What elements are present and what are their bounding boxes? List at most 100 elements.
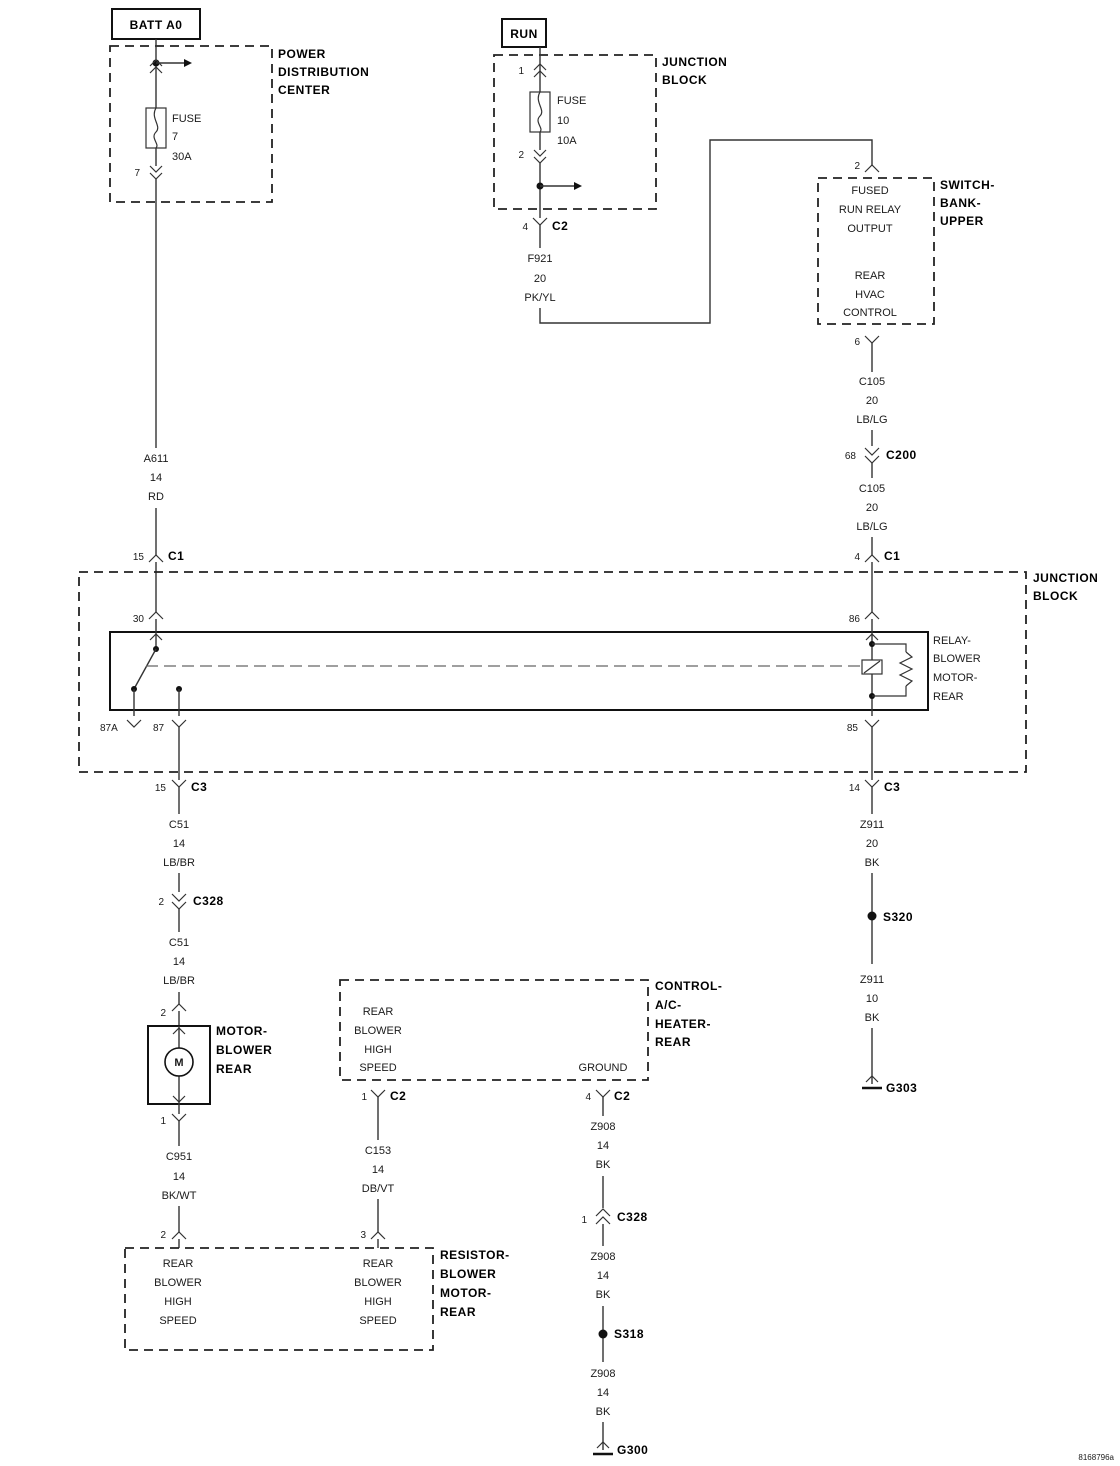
resistor-right-4: SPEED <box>359 1315 396 1327</box>
run-box: RUN <box>501 18 547 48</box>
pin-c2-4: 4 <box>522 222 528 233</box>
connector-c1-right: 4 C1 <box>854 549 900 612</box>
wire-c51-b-gauge: 14 <box>173 956 185 968</box>
wire-f921-color: PK/YL <box>524 292 555 304</box>
junction-block-main: JUNCTION BLOCK <box>78 571 1098 773</box>
wire-c105-a-id: C105 <box>859 376 885 388</box>
pin-res-2: 2 <box>160 1230 166 1241</box>
wire-z908-a: Z908 14 BK <box>590 1121 616 1208</box>
wire-c105-a: C105 20 LB/LG <box>856 376 888 446</box>
ground-g300-label: G300 <box>617 1443 648 1457</box>
wire-c105-b-gauge: 20 <box>866 502 878 514</box>
control-text-1: REAR <box>363 1006 394 1018</box>
wire-c51-a-gauge: 14 <box>173 838 185 850</box>
wire-f921-gauge: 20 <box>534 273 546 285</box>
wire-z908-a-gauge: 14 <box>597 1140 609 1152</box>
resistor-label-2: BLOWER <box>440 1267 496 1281</box>
footer-code: 8168796a <box>1078 1453 1114 1462</box>
connector-c200: 68 C200 <box>845 447 916 478</box>
connector-c328-left: 2 C328 <box>158 893 224 932</box>
connector-c3-left: 15 C3 <box>155 779 207 814</box>
connector-c2-ctrl-right-label: C2 <box>614 1089 630 1103</box>
connector-c328-right-label: C328 <box>617 1210 648 1224</box>
pin-relay-86: 86 <box>849 614 861 625</box>
pin-c328-1: 1 <box>581 1215 587 1226</box>
wire-c51-b-id: C51 <box>169 937 189 949</box>
connector-c328-left-label: C328 <box>193 894 224 908</box>
wire-c51-a-id: C51 <box>169 819 189 831</box>
wire-z911-a: Z911 20 BK <box>860 819 884 964</box>
control-text-3: HIGH <box>364 1044 392 1056</box>
pin-sw-6: 6 <box>854 337 860 348</box>
wire-a611-color: RD <box>148 491 164 503</box>
pin-sw-2: 2 <box>854 161 860 172</box>
fuse-10-label-3: 10A <box>557 135 577 147</box>
wire-c105-b-color: LB/LG <box>856 521 887 533</box>
resistor-right-2: BLOWER <box>354 1277 402 1289</box>
wire-a611: A611 14 RD <box>144 179 169 556</box>
wire-c951: C951 14 BK/WT <box>162 1151 197 1232</box>
wire-c51-a-color: LB/BR <box>163 857 195 869</box>
pin-motor-2: 2 <box>160 1008 166 1019</box>
fuse-10: 1 2 FUSE 10 10A <box>518 47 586 218</box>
wire-z908-c-gauge: 14 <box>597 1387 609 1399</box>
wire-c951-id: C951 <box>166 1151 192 1163</box>
pdc-label-1: POWER <box>278 47 326 61</box>
motor-blower-rear: 2 M MOTOR- BLOWER REAR 1 <box>147 1003 272 1146</box>
control-label-2: A/C- <box>655 998 682 1012</box>
pin-motor-1: 1 <box>160 1116 166 1127</box>
switch-bank-upper: 2 FUSED RUN RELAY OUTPUT REAR HVAC CONTR… <box>817 161 994 372</box>
connector-c2-top: 4 C2 <box>522 217 568 248</box>
wire-z908-b-gauge: 14 <box>597 1270 609 1282</box>
ground-g300: G300 <box>593 1441 648 1457</box>
pin-relay-85: 85 <box>847 723 859 734</box>
pin-c200-68: 68 <box>845 451 857 462</box>
control-label-1: CONTROL- <box>655 979 722 993</box>
wire-f921: F921 20 PK/YL <box>524 139 873 324</box>
pin-relay-87: 87 <box>153 723 165 734</box>
wire-a611-gauge: 14 <box>150 472 162 484</box>
connector-c1-right-label: C1 <box>884 549 900 563</box>
motor-label-2: BLOWER <box>216 1043 272 1057</box>
motor-label-1: MOTOR- <box>216 1024 267 1038</box>
wire-c951-gauge: 14 <box>173 1171 185 1183</box>
wire-a611-id: A611 <box>144 453 169 465</box>
motor-label-3: REAR <box>216 1062 252 1076</box>
connector-c2-ctrl-right: 4 C2 <box>585 1089 630 1116</box>
switch-text-1: FUSED <box>851 185 888 197</box>
wire-z911-a-color: BK <box>865 857 880 869</box>
wire-z911-b: Z911 10 BK <box>860 974 884 1084</box>
pin-ctrl-1: 1 <box>361 1092 367 1103</box>
fuse-10-label-1: FUSE <box>557 95 586 107</box>
wire-c153-color: DB/VT <box>362 1183 395 1195</box>
control-text-2: BLOWER <box>354 1025 402 1037</box>
wire-c51-a: C51 14 LB/BR <box>163 819 195 892</box>
wire-z908-b-id: Z908 <box>590 1251 615 1263</box>
switch-label-2: BANK- <box>940 196 981 210</box>
splice-s320-label: S320 <box>883 910 913 924</box>
connector-c2-top-label: C2 <box>552 219 568 233</box>
pin-c1-4: 4 <box>854 552 860 563</box>
fuse-7-label-2: 7 <box>172 131 178 143</box>
connector-c328-right: 1 C328 <box>581 1208 648 1246</box>
jb-main-label-2: BLOCK <box>1033 589 1078 603</box>
run-label: RUN <box>510 27 538 41</box>
relay-label-4: REAR <box>933 691 964 703</box>
pdc-label-3: CENTER <box>278 83 330 97</box>
jb-top-label-1: JUNCTION <box>662 55 727 69</box>
resistor-left-4: SPEED <box>159 1315 196 1327</box>
switch-text-5: REAR <box>855 270 886 282</box>
connector-c3-right-label: C3 <box>884 780 900 794</box>
connector-c3-right: 14 C3 <box>849 779 900 814</box>
control-text-4: SPEED <box>359 1062 396 1074</box>
wire-c51-b: C51 14 LB/BR <box>163 937 195 1004</box>
switch-text-7: CONTROL <box>843 307 897 319</box>
pin-c1-15: 15 <box>133 552 145 563</box>
power-distribution-center: POWER DISTRIBUTION CENTER <box>109 45 369 203</box>
resistor-left-1: REAR <box>163 1258 194 1270</box>
resistor-left-3: HIGH <box>164 1296 192 1308</box>
connector-c1-left-label: C1 <box>168 549 184 563</box>
wire-c153-gauge: 14 <box>372 1164 384 1176</box>
relay-blower-motor-rear: RELAY- BLOWER MOTOR- REAR 30 86 87A 87 <box>100 611 981 780</box>
